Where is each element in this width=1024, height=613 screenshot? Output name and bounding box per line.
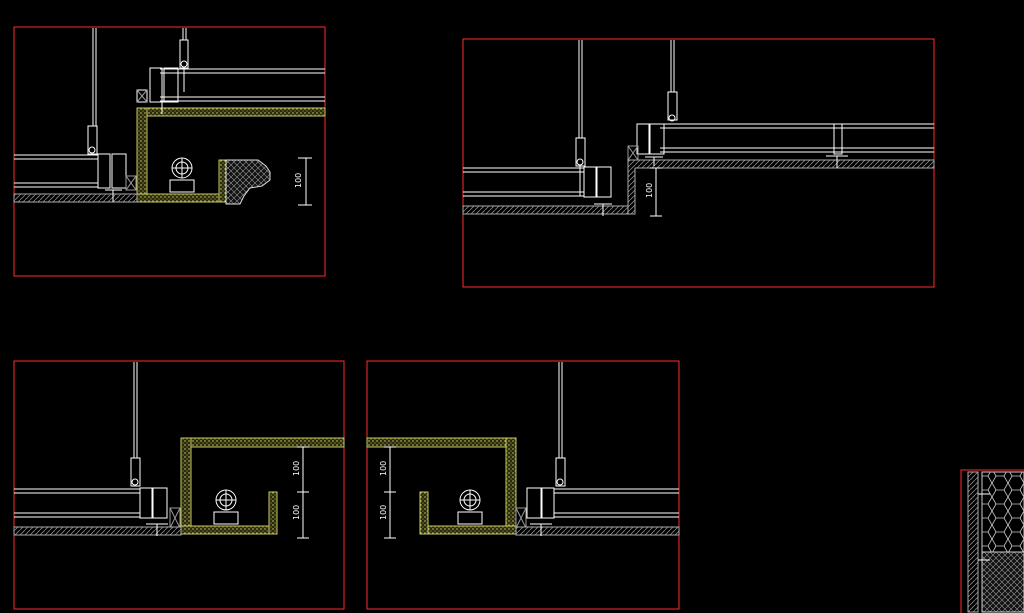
hanger-clip bbox=[179, 39, 189, 92]
masonry-layer bbox=[981, 551, 1024, 613]
lamp-fixture bbox=[169, 157, 195, 193]
hanger-clip bbox=[575, 137, 586, 196]
light-trough bbox=[366, 437, 517, 535]
detail-top-left[interactable]: 100 bbox=[13, 26, 326, 277]
fastener bbox=[594, 203, 612, 216]
ceiling-board bbox=[13, 193, 138, 203]
dimension-line bbox=[298, 157, 312, 206]
dimension-label: 100 bbox=[645, 183, 654, 198]
hanger-clip bbox=[555, 457, 566, 487]
detail-frame bbox=[366, 360, 680, 610]
ceiling-channel-upper bbox=[627, 123, 934, 161]
lamp-fixture bbox=[213, 489, 239, 525]
fastener bbox=[105, 189, 122, 202]
dimension-label-upper: 100 bbox=[379, 461, 388, 476]
light-trough bbox=[180, 437, 345, 535]
ceiling-channel-lower bbox=[14, 487, 181, 529]
step-edge bbox=[627, 160, 636, 215]
hanger-clip bbox=[667, 91, 678, 122]
dimension-line bbox=[650, 167, 662, 217]
dimension-label: 100 bbox=[294, 173, 303, 188]
lamp-fixture bbox=[457, 489, 483, 525]
detail-bottom-right[interactable]: 100 100 bbox=[366, 360, 680, 610]
detail-edge-partial[interactable] bbox=[960, 469, 1024, 613]
fastener bbox=[155, 101, 170, 114]
detail-frame bbox=[13, 360, 345, 610]
dimension-label-upper: 100 bbox=[292, 461, 301, 476]
dimension-label-lower: 100 bbox=[379, 505, 388, 520]
hanger-clip bbox=[130, 457, 141, 487]
ceiling-board bbox=[627, 159, 935, 169]
dimension-line bbox=[384, 446, 396, 539]
ceiling-board bbox=[462, 205, 636, 215]
detail-frame bbox=[960, 469, 1024, 613]
fastener bbox=[645, 156, 663, 166]
fastener bbox=[530, 523, 552, 536]
detail-bottom-left[interactable]: 100 100 bbox=[13, 360, 345, 610]
insulation-layer bbox=[981, 471, 1024, 553]
ceiling-channel-lower bbox=[463, 166, 612, 198]
ceiling-channel-lower bbox=[14, 153, 137, 191]
ceiling-board bbox=[13, 526, 182, 536]
ceiling-channel-upper bbox=[149, 67, 325, 103]
hanger-clip bbox=[87, 125, 98, 155]
detail-frame bbox=[13, 26, 326, 277]
ceiling-board bbox=[515, 526, 680, 536]
ceiling-channel-lower bbox=[515, 487, 679, 529]
fastener bbox=[146, 523, 168, 536]
cornice-moulding bbox=[225, 159, 271, 205]
detail-top-right[interactable]: 100 bbox=[462, 38, 935, 288]
fastener bbox=[826, 155, 848, 168]
dimension-label-lower: 100 bbox=[292, 505, 301, 520]
dimension-line bbox=[297, 446, 309, 539]
